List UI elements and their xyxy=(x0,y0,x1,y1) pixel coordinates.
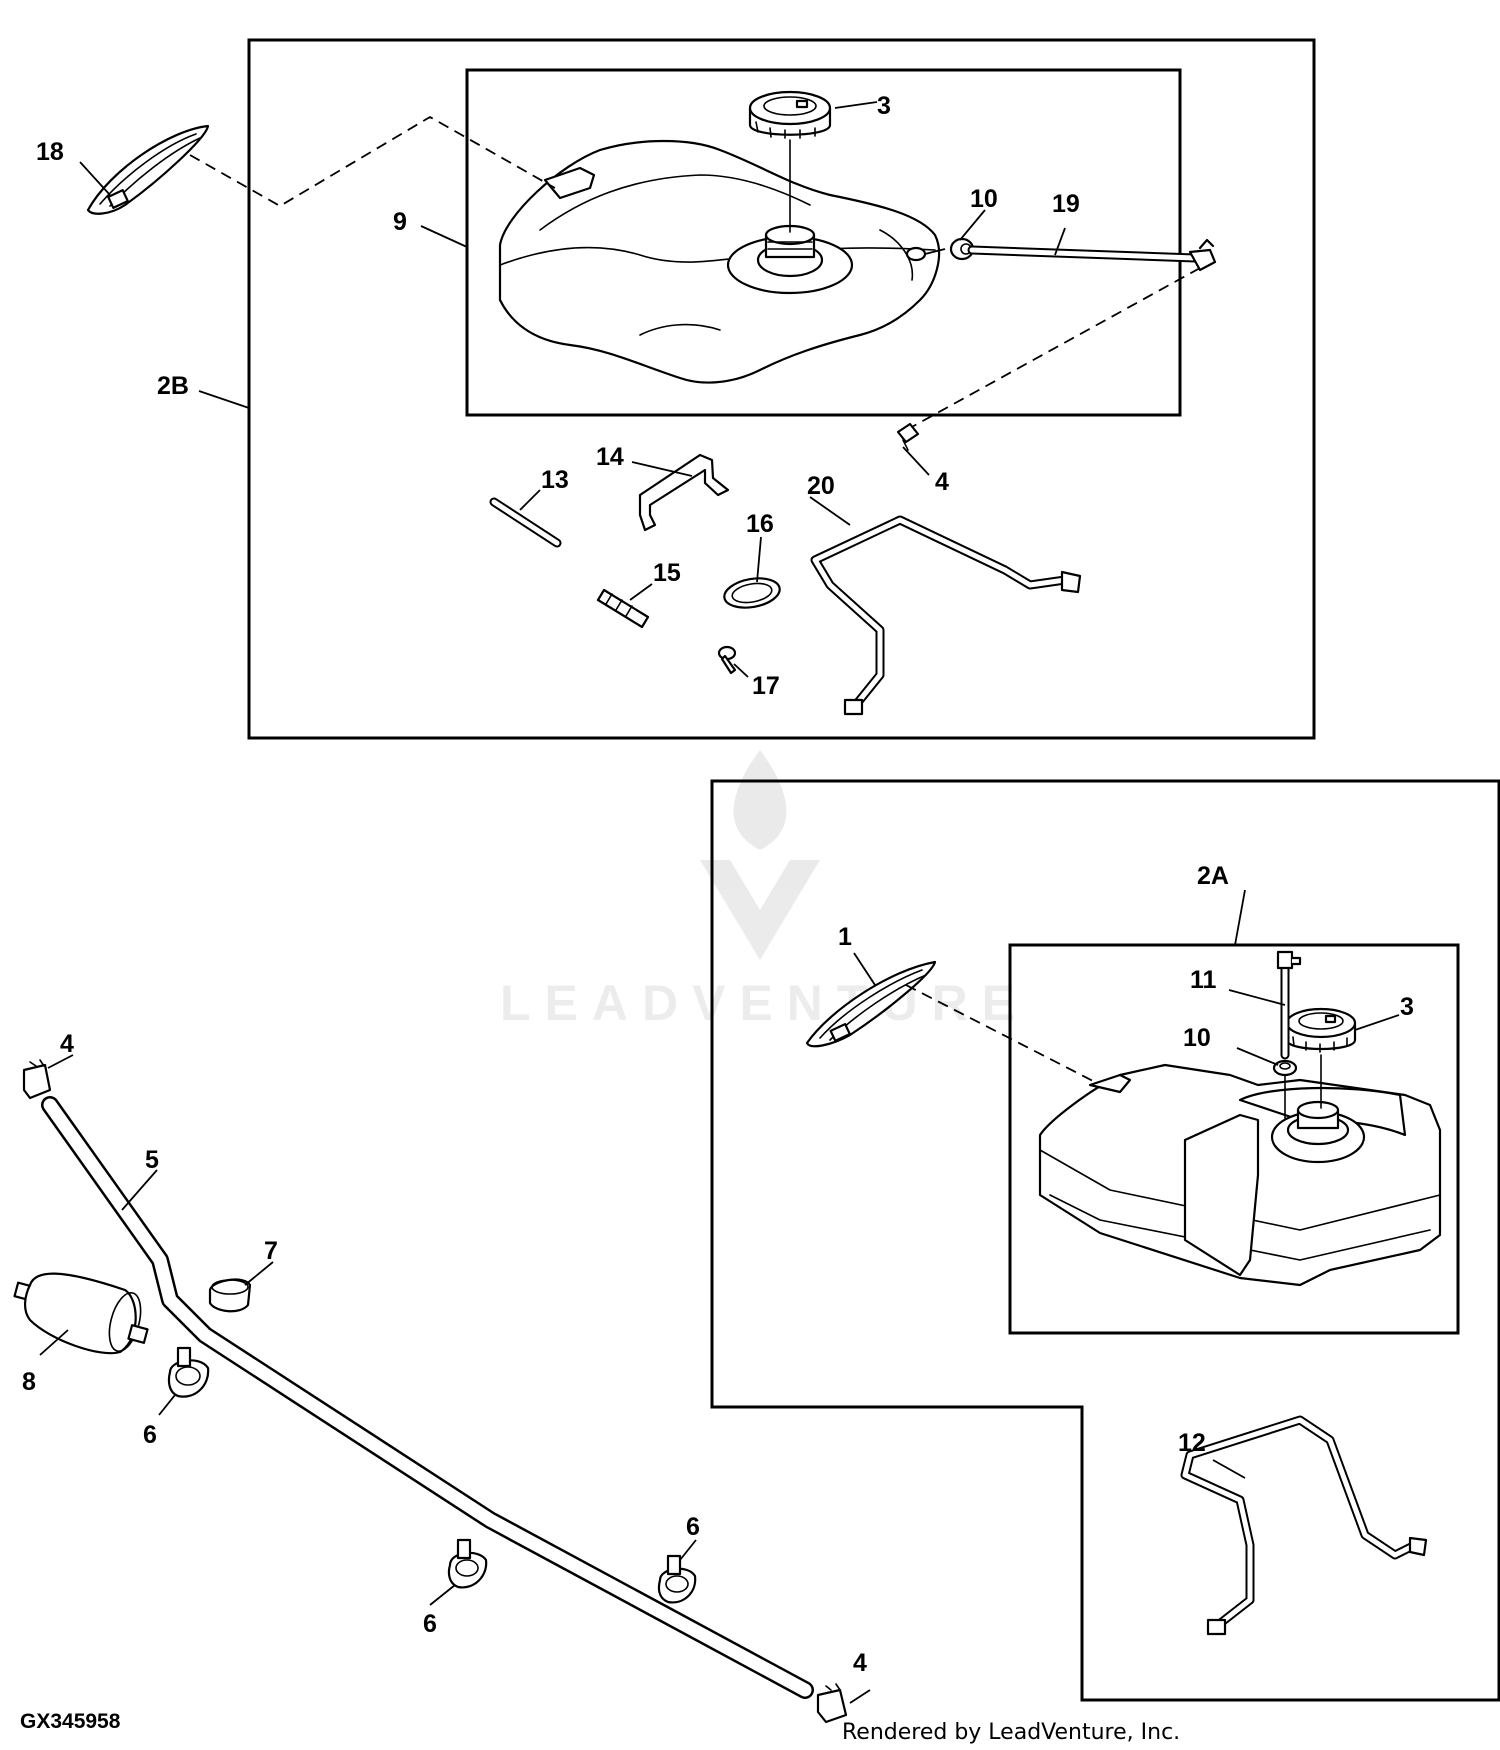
callout-18: 18 xyxy=(36,138,64,166)
callout-7: 7 xyxy=(264,1237,278,1265)
part-3-fuel-cap-lower xyxy=(1285,1007,1357,1053)
part-2a-fuel-tank xyxy=(1038,1063,1442,1287)
callout-17: 17 xyxy=(752,672,780,700)
callout-9: 9 xyxy=(393,208,407,236)
callout-10-lower: 10 xyxy=(1183,1024,1211,1052)
callout-4-right: 4 xyxy=(853,1649,867,1677)
callout-16: 16 xyxy=(746,510,774,538)
part-5-fuel-hose xyxy=(41,1096,814,1699)
part-14-bracket xyxy=(638,453,730,532)
callout-labels: 18 3 9 10 19 2B 14 13 4 20 16 15 17 2A 1… xyxy=(22,92,1414,1677)
callout-2b: 2B xyxy=(157,372,189,400)
part-18-seal xyxy=(86,124,210,215)
part-15-hose-fitting xyxy=(596,588,650,629)
callout-15: 15 xyxy=(653,559,681,587)
part-19-vent-tube xyxy=(967,238,1217,272)
part-10-grommet-lower xyxy=(1272,1059,1298,1077)
callout-5: 5 xyxy=(145,1146,159,1174)
dashed-clip-line-upper xyxy=(909,267,1201,429)
part-13-tube xyxy=(489,497,562,548)
watermark-text: LEADVENTURE xyxy=(500,975,1029,1031)
part-3-fuel-cap-upper xyxy=(748,90,832,139)
callout-10-upper: 10 xyxy=(970,185,998,213)
callout-3-upper: 3 xyxy=(877,92,891,120)
part-8-fuel-filter xyxy=(13,1272,149,1355)
leader-lines xyxy=(39,101,1400,1704)
part-12-fuel-line xyxy=(1180,1415,1428,1636)
part-6-clamp-middle xyxy=(447,1538,488,1589)
part-9-fuel-tank xyxy=(498,139,940,384)
part-4-clip-upper xyxy=(896,422,920,451)
part-4-clip-left xyxy=(22,1059,52,1100)
part-6-clamp-right xyxy=(657,1554,697,1604)
group-2b-frame xyxy=(247,38,1316,740)
callout-20: 20 xyxy=(807,472,835,500)
part-20-fuel-line xyxy=(810,515,1082,716)
callout-8: 8 xyxy=(22,1368,36,1396)
callout-6-right: 6 xyxy=(686,1513,700,1541)
part-1-seal xyxy=(805,960,937,1048)
part-7-hose-clamp xyxy=(208,1278,252,1313)
callout-12: 12 xyxy=(1178,1429,1206,1457)
callout-1: 1 xyxy=(838,923,852,951)
callout-4-upper: 4 xyxy=(935,468,949,496)
watermark-logo xyxy=(700,750,820,960)
part-4-clip-right xyxy=(816,1683,848,1724)
callout-2a: 2A xyxy=(1197,862,1229,890)
grommet-leader-line xyxy=(924,248,946,255)
group-2a-frame xyxy=(710,779,1500,1702)
callout-19: 19 xyxy=(1052,190,1080,218)
callout-11: 11 xyxy=(1190,966,1217,994)
callout-6-middle: 6 xyxy=(423,1610,437,1638)
callout-13: 13 xyxy=(541,466,569,494)
part-16-hose-clamp xyxy=(723,577,781,609)
diagram-id: GX345958 xyxy=(20,1710,121,1733)
callout-14: 14 xyxy=(596,443,624,471)
part-11-vent-tube xyxy=(1276,950,1302,1060)
callout-6-left: 6 xyxy=(143,1421,157,1449)
render-credit: Rendered by LeadVenture, Inc. xyxy=(842,1720,1180,1745)
callout-3-lower: 3 xyxy=(1400,993,1414,1021)
part-6-clamp-left xyxy=(167,1346,210,1398)
dashed-seal-line-upper xyxy=(189,115,556,208)
part-17-screw xyxy=(717,645,737,675)
callout-4-left: 4 xyxy=(60,1030,74,1058)
